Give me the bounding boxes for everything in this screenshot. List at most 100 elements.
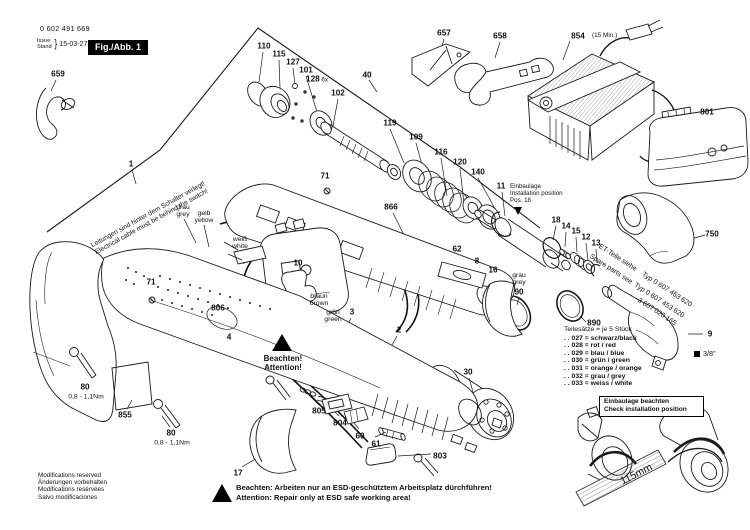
wrench-658-drawing [454, 57, 554, 106]
battery-801-drawing [647, 106, 749, 187]
color-key-item-2: . . 029 = blau / blue [564, 349, 625, 357]
color-key-header: Teilesätze = je 5 Stück [564, 326, 632, 333]
part-label-115-3: 115 [272, 49, 286, 59]
part-label-61-47: 61 [371, 439, 381, 449]
part-label-855-41: 855 [118, 410, 132, 420]
part-label-866-25: 866 [384, 202, 398, 212]
part-label-657-14: 657 [437, 28, 451, 38]
part-label-658-15: 658 [493, 31, 507, 41]
angle-head-9-drawing [601, 284, 679, 371]
part-label-11-19: 11 [496, 181, 506, 191]
part-label-804-45: 804 [333, 418, 347, 428]
part-label-15-22: 15 [571, 226, 581, 236]
part-label-659-0: 659 [51, 69, 65, 79]
issue-brace: } [53, 38, 57, 50]
color-key-items: . . 027 = schwarz/black. . 028 = rot / r… [564, 335, 642, 388]
part-label-101-5: 101 [299, 65, 313, 75]
sticker-855-drawing [111, 361, 153, 411]
part-label-120-12: 120 [453, 157, 467, 167]
part-label-18-20: 18 [551, 215, 561, 225]
installation-check-box: Einbaulage beachten Check installation p… [599, 396, 704, 417]
part-label-9-31: 9 [707, 329, 713, 339]
part-label-71-32: 71 [320, 171, 330, 181]
document-type-number: 0 602 491 669 [40, 24, 90, 33]
issue-label-de: Stand [37, 44, 52, 50]
charger-854-drawing [527, 19, 679, 163]
color-key-item-1: . . 028 = rot / red [564, 342, 616, 350]
position-arrow-icon [514, 207, 522, 215]
part-label-13-24: 13 [591, 238, 601, 248]
part-label-12-23: 12 [581, 232, 591, 242]
part-label-140-13: 140 [471, 167, 485, 177]
color-key-item-0: . . 027 = schwarz/black [564, 334, 637, 342]
issue-date: 15-03-27 [59, 40, 88, 48]
install-note-en: Installation position [510, 190, 563, 197]
part-label-1-1: 1 [128, 159, 134, 169]
warning-triangle-icon [272, 334, 292, 351]
part-label-14-21: 14 [561, 221, 571, 231]
install-box-en: Check installation position [604, 406, 687, 414]
part-label-10-34: 10 [293, 258, 303, 268]
esd-warning: Beachten: Arbeiten nur an ESD-geschützte… [236, 483, 492, 502]
part-label-3-35: 3 [349, 307, 355, 317]
square-drive-size: 3/8" [703, 349, 716, 358]
part-label-801-17: 801 [700, 107, 714, 117]
esd-warning-triangle-icon [212, 484, 232, 502]
front-shell-16-drawing [482, 280, 523, 337]
part-label-17-43: 17 [233, 468, 243, 478]
part-label-110-2: 110 [257, 41, 271, 51]
part-label-116-11: 116 [434, 147, 448, 157]
part-label-128-6: 128 6x [306, 74, 328, 84]
diagram-frame [46, 27, 541, 233]
esd-warning-de: Beachten: Arbeiten nur an ESD-geschützte… [236, 483, 492, 492]
part-label-750-18: 750 [705, 229, 719, 239]
part-label-71-33: 71 [146, 277, 156, 287]
color-key-item-5: . . 032 = grau / grey [564, 372, 626, 380]
part-label-806-38: 806 [211, 303, 225, 313]
part-label-8-27: 8 [474, 256, 480, 266]
part-label-16-28: 16 [488, 265, 498, 275]
spring-109 [418, 170, 477, 224]
part-label-890-30: 890 [587, 318, 601, 328]
attention-en: Attention! [264, 363, 302, 372]
part-label-119-9: 119 [383, 118, 397, 128]
part-label-4-39: 4 [226, 332, 232, 342]
gear-train-drawing [247, 81, 601, 277]
install-box-de: Einbaulage beachten [604, 398, 670, 405]
modifications-line-1: Änderungen vorbehalten [38, 479, 107, 487]
torque-label-0: 0,8 - 1,1Nm [68, 393, 104, 401]
part-label-803-48: 803 [433, 451, 447, 461]
part-label-127-4: 127 [286, 57, 300, 67]
screws-128 [291, 90, 316, 126]
part-label-80-40: 80 [80, 382, 90, 392]
modifications-line-0: Modifications reserved [38, 472, 101, 479]
part-label-60-46: 60 [355, 431, 365, 441]
installation-inset-drawing [575, 405, 729, 507]
lower-shell-17-drawing [249, 408, 297, 474]
plate-62-drawing [437, 261, 487, 289]
part-label-2-36: 2 [396, 325, 402, 335]
scraper-657-drawing [411, 43, 471, 87]
part-label-90-29: 90 [514, 287, 524, 297]
charger-time-note: (15 Min.) [592, 32, 618, 39]
part-label-40-8: 40 [362, 70, 372, 80]
installation-position-note: Einbaulage Installation position Pos. 18 [510, 183, 563, 204]
part-label-80-42: 80 [166, 428, 176, 438]
issue-label-en: Issue [37, 38, 51, 44]
color-key-item-3: . . 030 = grün / green [564, 357, 630, 365]
figure-label: Fig./Abb. 1 [88, 40, 148, 55]
modifications-line-2: Modifications resérvées [38, 486, 105, 494]
part-label-62-26: 62 [452, 244, 462, 254]
elbow-750-drawing [616, 192, 695, 264]
attention-inline-note: Beachten! Attention! [264, 354, 303, 372]
grip-texture-dots [124, 266, 272, 317]
